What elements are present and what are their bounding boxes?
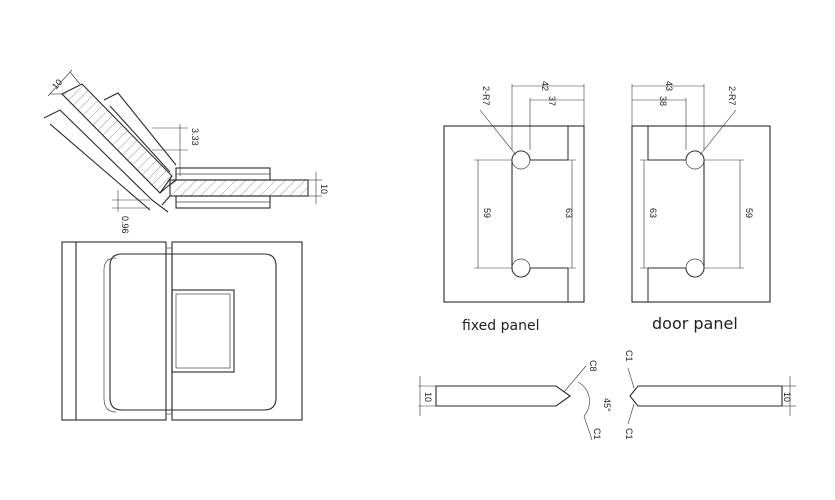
angled-glass-panel <box>61 83 173 194</box>
dim-offset: 0.96 <box>120 216 130 234</box>
dim-glass-thickness-top: 10 <box>50 77 64 91</box>
dim-chamfer-c8: C8 <box>588 360 598 372</box>
dim-fixed-height-inner: 59 <box>482 208 492 218</box>
dim-bottom-left-thickness: 10 <box>423 392 433 402</box>
door-panel-drawing: 43 38 2-R7 63 59 <box>631 81 771 303</box>
hinge-front-view <box>61 241 303 421</box>
dim-chamfer-c1-bottom: C1 <box>624 428 634 440</box>
dim-chamfer-c1-top: C1 <box>624 350 634 362</box>
dim-bottom-right-thickness: 10 <box>782 392 792 402</box>
dim-fixed-width-outer: 42 <box>540 81 550 91</box>
dim-door-width-outer: 43 <box>664 81 674 91</box>
fixed-panel-label: fixed panel <box>462 318 540 334</box>
dim-glass-thickness-right: 10 <box>319 184 329 194</box>
door-panel-label: door panel <box>652 314 738 333</box>
fixed-panel-drawing: 2-R7 42 37 59 63 <box>443 81 585 303</box>
glass-edge-sections: 10 C8 45° C1 C1 C1 10 <box>418 350 796 441</box>
dim-fixed-width-inner: 37 <box>547 96 557 106</box>
dim-fixed-height-outer: 63 <box>564 208 574 218</box>
dim-door-height-inner: 63 <box>648 208 658 218</box>
dim-door-width-inner: 38 <box>658 96 668 106</box>
dim-gap: 3.33 <box>190 128 200 146</box>
horizontal-glass-panel <box>169 179 309 197</box>
hinge-cross-section: 10 3.33 10 0.96 <box>43 69 329 234</box>
dim-angle: 45° <box>602 398 612 412</box>
dim-fixed-radius: 2-R7 <box>481 86 491 106</box>
dim-door-radius: 2-R7 <box>727 86 737 106</box>
dim-door-height-outer: 59 <box>744 208 754 218</box>
dim-chamfer-c1-left: C1 <box>592 428 602 440</box>
